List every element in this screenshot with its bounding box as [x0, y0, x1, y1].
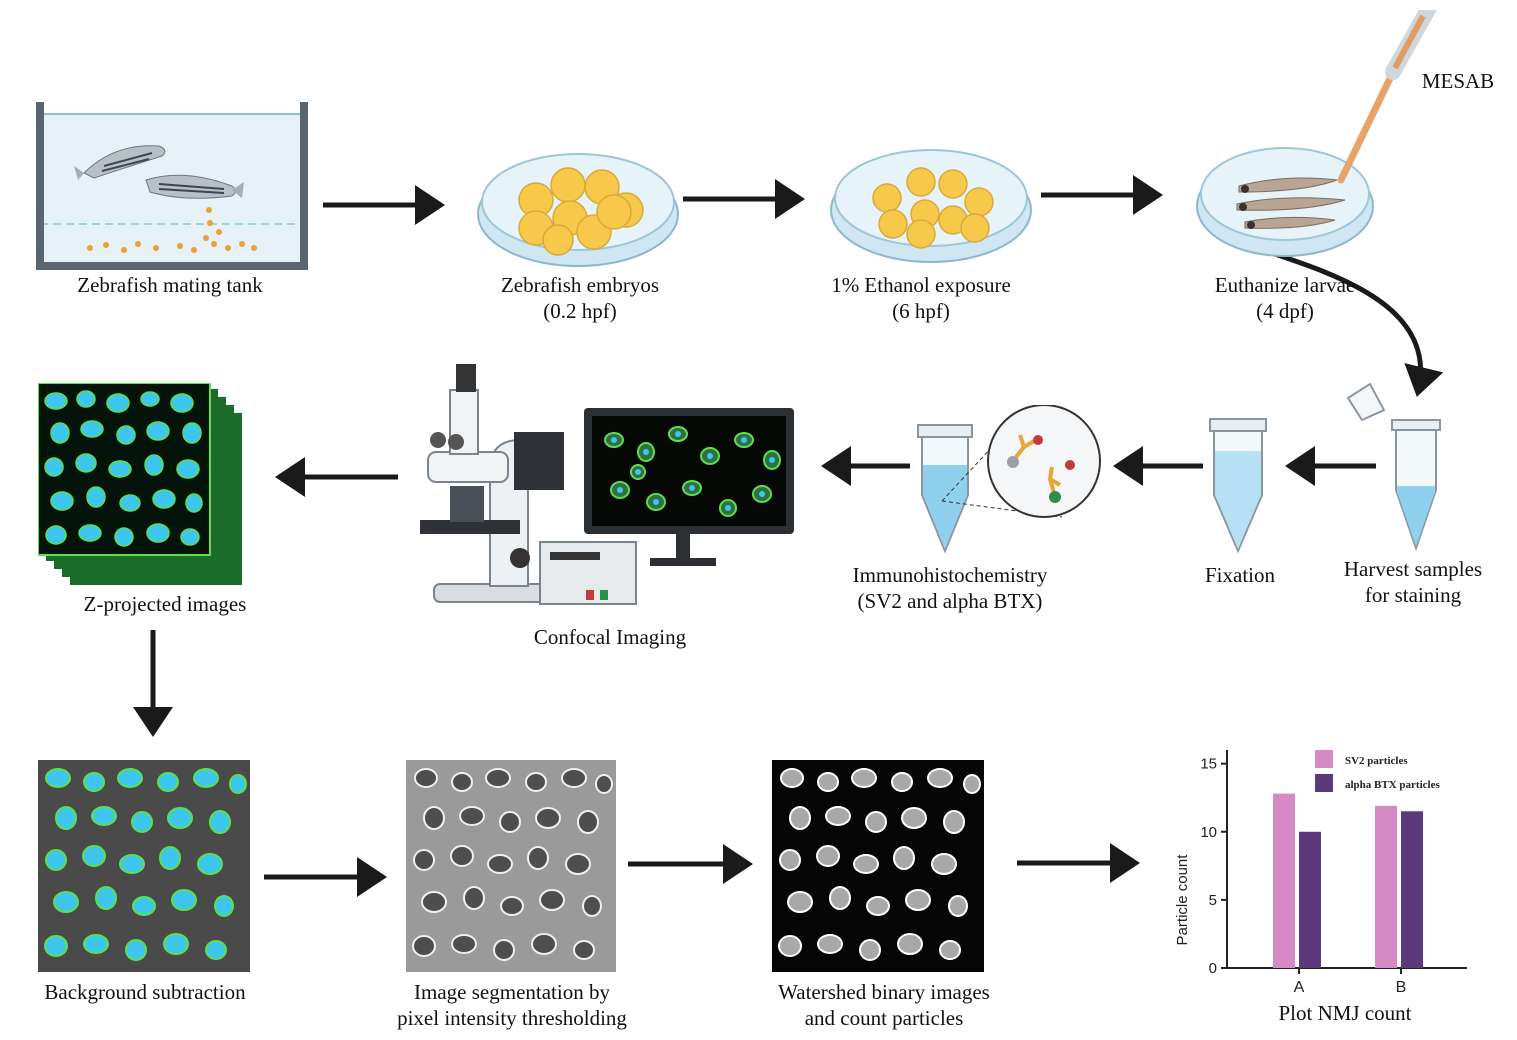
antibody-icon: [1014, 434, 1062, 494]
chart-x-tick-label: B: [1396, 979, 1407, 996]
confocal-setup-icon: [420, 364, 794, 605]
watershed-image: [772, 760, 984, 972]
background-subtraction-image: [38, 760, 250, 972]
label-background: Background subtraction: [44, 980, 246, 1004]
chart-bar: [1273, 793, 1295, 968]
label-zproj: Z-projected images: [83, 592, 247, 616]
eggs-icon: [87, 207, 257, 253]
petri-dish-larvae-icon: [1196, 10, 1437, 257]
chart-x-tick-label: A: [1294, 979, 1305, 996]
legend-label: alpha BTX particles: [1345, 779, 1440, 791]
embryos-icon: [518, 167, 644, 256]
antibody-inset: [987, 405, 1101, 518]
pipette-icon: [1337, 10, 1437, 184]
zstack-image: [38, 383, 242, 585]
nmj-bar-chart: 0 5 10 15A B SV2 particles alpha BTX particle…: [1174, 750, 1467, 996]
segmentation-image: [406, 760, 616, 972]
fish-tank-icon: [36, 102, 308, 270]
zebrafish-icon: [74, 145, 244, 199]
petri-dish-icon: [830, 149, 1032, 263]
chart-legend: SV2 particles alpha BTX particles: [1315, 750, 1440, 792]
chart-x-axis-title: Plot NMJ count: [1278, 1001, 1412, 1025]
microtube-icon: [1346, 382, 1441, 552]
chart-bars: [1273, 793, 1423, 968]
chart-y-tick-label: 5: [1209, 892, 1217, 909]
label-embryos: Zebrafish embryos(0.2 hpf): [500, 273, 660, 323]
microtube-icon: [1209, 418, 1267, 554]
legend-swatch: [1315, 750, 1333, 768]
petri-dish-icon: [477, 153, 679, 267]
label-mesab: MESAB: [1421, 69, 1495, 93]
monitor-icon: [584, 408, 794, 566]
embryos-icon: [872, 167, 994, 249]
controller-box-icon: [539, 541, 637, 605]
larvae-icon: [1236, 177, 1346, 229]
chart-bar: [1375, 805, 1397, 968]
label-fixation: Fixation: [1204, 563, 1275, 587]
label-confocal: Confocal Imaging: [533, 625, 687, 649]
chart-bar: [1401, 811, 1423, 968]
chart-y-tick-label: 10: [1200, 824, 1217, 841]
label-ethanol: 1% Ethanol exposure(6 hpf): [831, 273, 1011, 323]
label-ihc: Immunohistochemistry(SV2 and alpha BTX): [852, 563, 1048, 613]
label-euthanize: Euthanize larvae(4 dpf): [1214, 273, 1356, 323]
chart-bar: [1299, 831, 1321, 968]
chart-y-tick-label: 0: [1209, 960, 1217, 977]
chart-y-tick-label: 15: [1200, 756, 1217, 773]
label-mating-tank: Zebrafish mating tank: [77, 273, 263, 297]
legend-label: SV2 particles: [1345, 755, 1408, 767]
ihc-icon: [917, 405, 1101, 554]
legend-swatch: [1315, 774, 1333, 792]
chart-axes: 0 5 10 15A B: [1200, 750, 1467, 996]
chart-y-axis-label: Particle count: [1174, 854, 1191, 946]
